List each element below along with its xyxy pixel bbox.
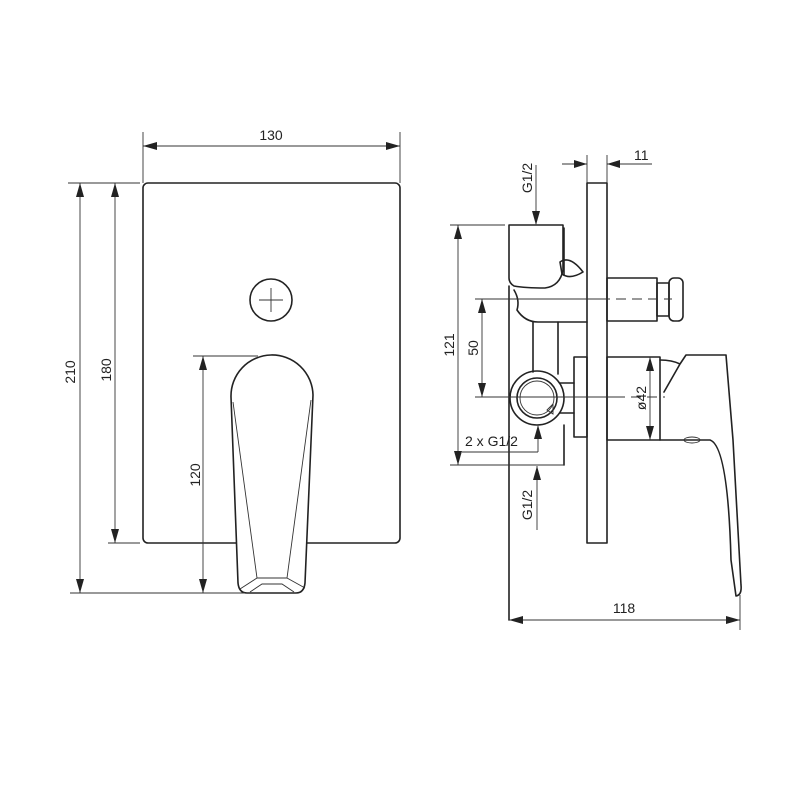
- body-height-dimension: 121: [441, 224, 564, 466]
- width-dimension: 130: [142, 127, 401, 183]
- top-inlet-label: G1/2: [519, 163, 535, 194]
- diverter-stem: [606, 277, 684, 322]
- top-inlet-callout: G1/2: [519, 163, 540, 225]
- depth-dimension: 118: [509, 595, 741, 630]
- body-height-label: 121: [441, 333, 457, 357]
- diverter-button: [249, 278, 293, 322]
- hub-diameter-dimension: ø42: [633, 357, 654, 440]
- side-inlets-callout: 2 x G1/2: [462, 425, 542, 453]
- valve-body: [508, 224, 588, 621]
- hub-diameter-label: ø42: [633, 386, 649, 410]
- total-height-dimension: 210: [62, 182, 245, 594]
- lever-height-dimension: 120: [187, 355, 258, 593]
- front-view: 130 210 180: [62, 127, 401, 594]
- lever-height-label: 120: [187, 463, 203, 487]
- plate-thickness-dimension: 11: [562, 147, 652, 183]
- plate-thickness-label: 11: [634, 147, 649, 163]
- plate-side: [586, 182, 608, 544]
- axis-spacing-label: 50: [465, 340, 481, 356]
- bottom-outlet-callout: G1/2: [519, 466, 541, 530]
- side-inlets-label: 2 x G1/2: [465, 433, 518, 449]
- plate-height-label: 180: [98, 358, 114, 382]
- total-height-label: 210: [62, 360, 78, 384]
- plate-height-dimension: 180: [98, 183, 140, 544]
- lever-handle: [230, 354, 314, 594]
- bottom-outlet-label: G1/2: [519, 490, 535, 521]
- lever-side: [659, 354, 742, 597]
- axis-spacing-dimension: 50: [465, 299, 486, 397]
- side-view: 11: [441, 147, 742, 630]
- depth-label: 118: [613, 600, 636, 616]
- width-label: 130: [259, 127, 283, 143]
